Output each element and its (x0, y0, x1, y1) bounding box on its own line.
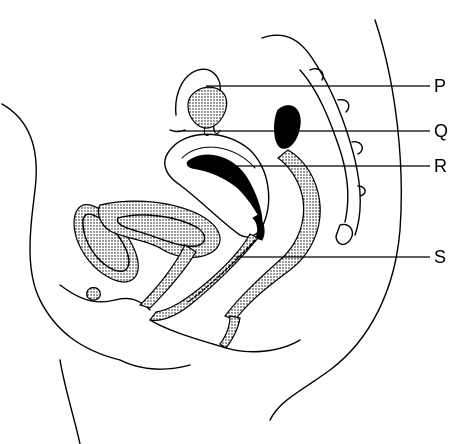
mons-fat (87, 288, 101, 300)
lower-body-outline (60, 360, 80, 444)
label-s: S (434, 248, 446, 266)
rectum-upper (275, 106, 301, 149)
vertebra-1 (310, 69, 323, 80)
label-q: Q (434, 122, 448, 140)
inner-thigh-outline (120, 360, 190, 369)
anal-canal (220, 316, 240, 348)
back-outline (270, 20, 401, 420)
label-p: P (434, 77, 446, 95)
label-r: R (434, 157, 447, 175)
coccyx (336, 224, 352, 244)
ovary (188, 87, 227, 128)
pubic-region-outline (60, 285, 150, 310)
uterine-cavity (187, 155, 262, 222)
